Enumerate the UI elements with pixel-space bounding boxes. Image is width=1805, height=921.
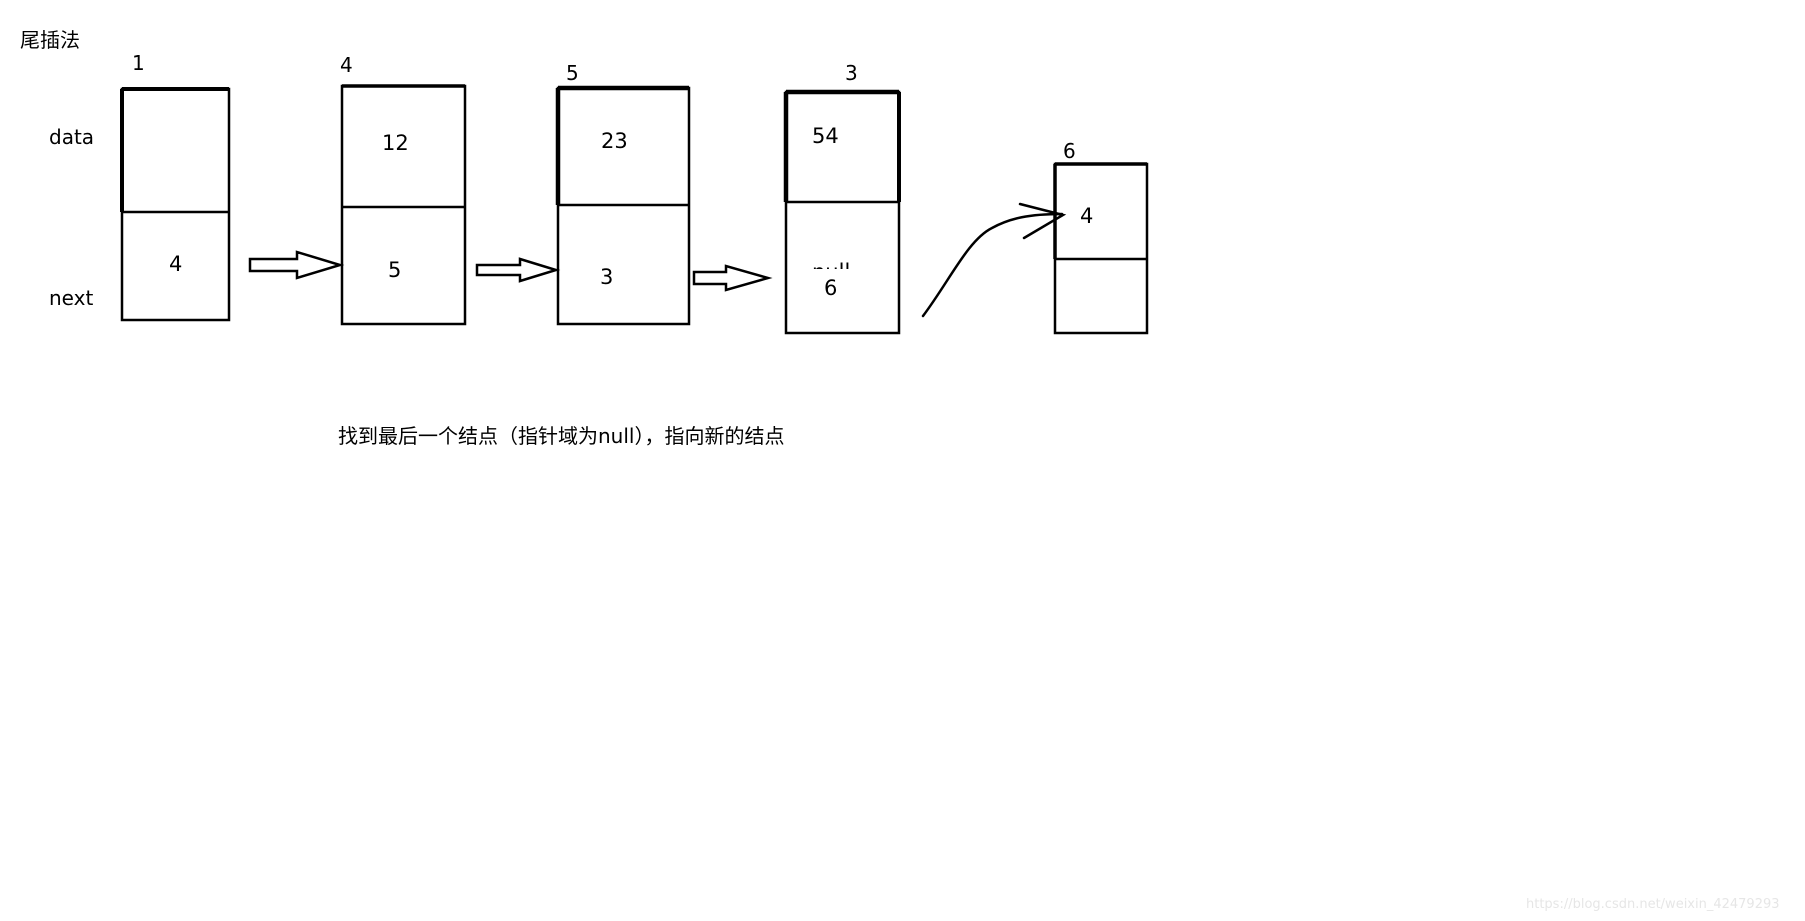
caption: 找到最后一个结点（指针域为null），指向新的结点 xyxy=(338,424,785,448)
arrow-node1-to-node4 xyxy=(248,250,345,280)
node-5-next-value: 3 xyxy=(600,265,614,289)
arrow-node5-to-node3 xyxy=(692,264,773,292)
node-3-data-value: 54 xyxy=(812,124,839,148)
node-5-id: 6 xyxy=(1063,139,1076,163)
node-3-old-null-text: null xyxy=(812,262,850,270)
node-6-data-value: 4 xyxy=(1080,204,1094,228)
arrow-node4-to-node5 xyxy=(475,257,561,283)
arrow-to-new-node xyxy=(921,202,1067,318)
node-4-data-value: 12 xyxy=(382,131,409,155)
node-5-data-value: 23 xyxy=(601,129,628,153)
node-3-old-null-clipped: null xyxy=(812,258,862,270)
node-5-box xyxy=(555,85,691,326)
node-4-box xyxy=(340,84,467,326)
data-row-label: data xyxy=(49,125,95,149)
node-1-id: 1 xyxy=(132,51,145,75)
node-3-id: 5 xyxy=(566,61,579,85)
node-2-id: 4 xyxy=(340,53,353,77)
node-4-id: 3 xyxy=(845,61,858,85)
next-row-label: next xyxy=(49,286,94,310)
node-1-next-value: 4 xyxy=(169,252,183,276)
watermark: https://blog.csdn.net/weixin_42479293 xyxy=(1526,897,1780,912)
node-3-next-value: 6 xyxy=(824,276,838,300)
node-4-next-value: 5 xyxy=(388,258,402,282)
node-6-box xyxy=(1053,162,1149,335)
node-3-box xyxy=(783,89,901,335)
diagram-title: 尾插法 xyxy=(20,28,80,52)
node-1-box xyxy=(120,87,231,322)
